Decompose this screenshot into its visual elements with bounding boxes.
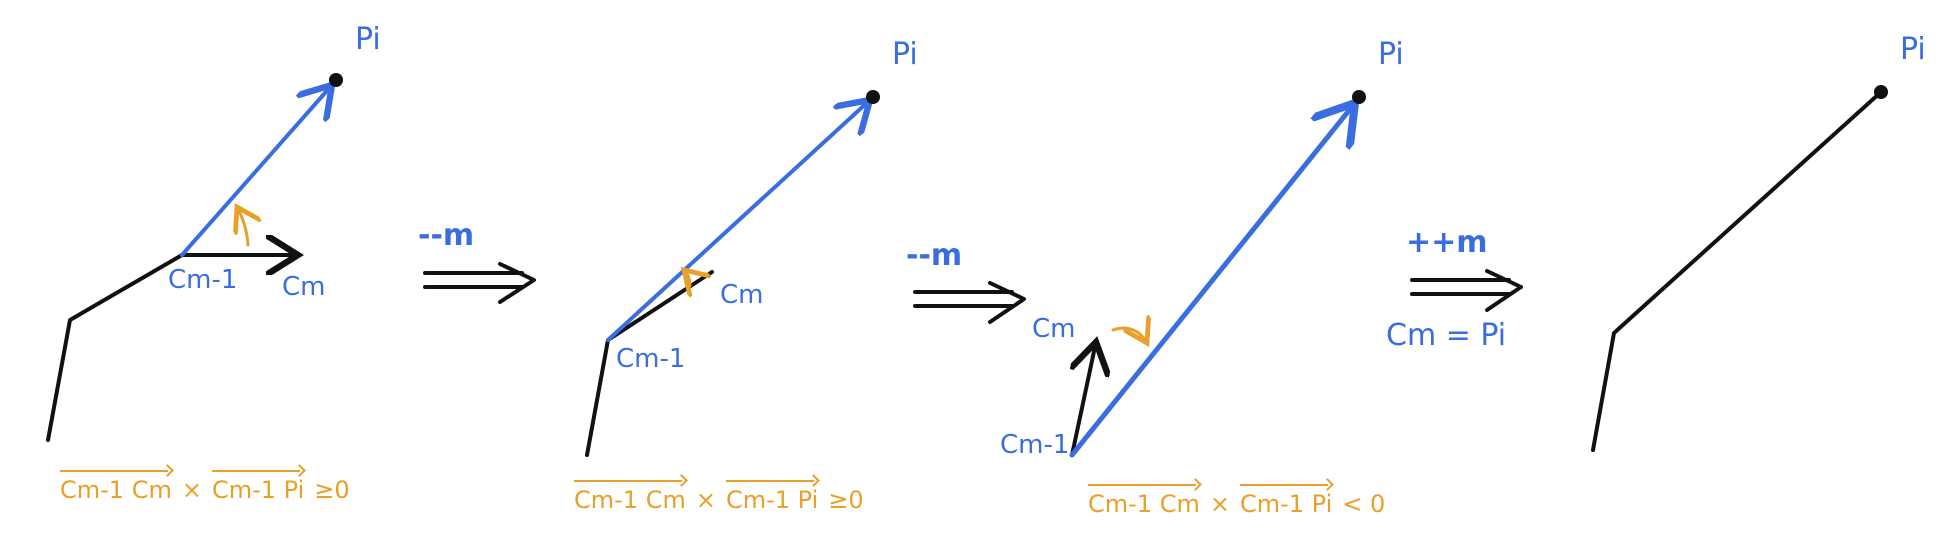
label-cm-1: Cm-1 (1000, 430, 1070, 460)
panel-4 (1591, 85, 1888, 452)
cross-product-condition: Cm-1 Cm × Cm-1 Pi ≥0 (60, 468, 360, 504)
label-pi: Pi (1900, 32, 1926, 67)
vector-cm1-cm: Cm-1 Cm (60, 468, 172, 504)
panel-1 (46, 73, 343, 442)
edge-cm1-pi (606, 100, 870, 342)
vector-cm1-pi: Cm-1 Pi (1239, 482, 1332, 518)
label-cm-1: Cm-1 (168, 265, 238, 295)
op-increment-m: ++m (1406, 225, 1488, 260)
label-pi: Pi (1378, 37, 1404, 72)
rotation-arrow (237, 207, 248, 247)
hull-chain (1591, 90, 1883, 452)
panel-2 (585, 90, 880, 457)
cross-product-condition: Cm-1 Cm × Cm-1 Pi ≥0 (574, 478, 874, 514)
vector-cm1-pi: Cm-1 Pi (211, 468, 304, 504)
assignment-cm-pi: Cm = Pi (1386, 318, 1507, 353)
vector-cm1-cm: Cm-1 Cm (574, 478, 686, 514)
point-pi (866, 90, 880, 104)
op-decrement-m: --m (906, 238, 963, 273)
op-decrement-m: --m (418, 218, 475, 253)
relation: < 0 (1342, 490, 1386, 518)
vector-cm1-cm: Cm-1 Cm (1088, 482, 1200, 518)
point-pi (1874, 85, 1888, 99)
cross-symbol: × (1209, 490, 1230, 518)
vector-cm1-pi: Cm-1 Pi (725, 478, 818, 514)
cross-symbol: × (181, 476, 202, 504)
label-pi: Pi (355, 22, 381, 57)
cross-symbol: × (695, 486, 716, 514)
label-cm: Cm (282, 272, 326, 302)
edge-cm1-pi (1069, 103, 1355, 458)
rotation-arrow (684, 270, 690, 286)
label-cm-1: Cm-1 (616, 344, 686, 374)
relation: ≥0 (828, 486, 864, 514)
relation: ≥0 (314, 476, 350, 504)
edge-cm1-pi (180, 85, 332, 257)
transition-arrow-2 (913, 281, 1026, 324)
point-pi (329, 73, 343, 87)
label-cm: Cm (720, 280, 764, 310)
transition-arrow-3 (1410, 269, 1523, 312)
label-cm: Cm (1032, 314, 1076, 344)
transition-arrow-1 (423, 262, 536, 304)
label-pi: Pi (892, 37, 918, 72)
hull-chain (46, 253, 184, 442)
cross-product-condition: Cm-1 Cm × Cm-1 Pi < 0 (1088, 482, 1395, 518)
panel-3 (1069, 90, 1366, 458)
edge-cm1-cm (1072, 342, 1096, 457)
point-pi (1352, 90, 1366, 104)
rotation-arrow (1111, 328, 1147, 343)
